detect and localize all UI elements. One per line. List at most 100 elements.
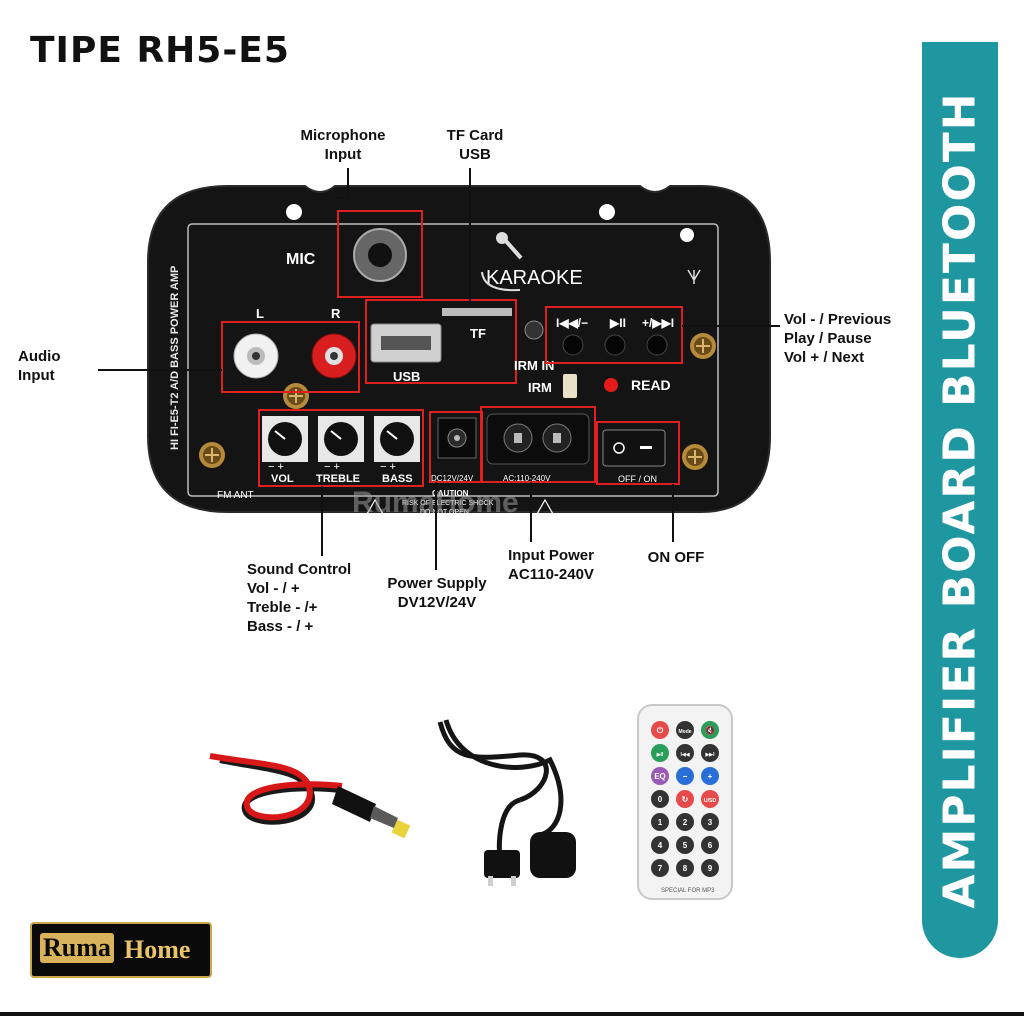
page-title: TIPE RH5-E5: [30, 30, 290, 71]
remote-button: [676, 859, 694, 877]
remote-button-label: ▶II: [656, 752, 664, 758]
callout-sound-line2: Vol - / +: [247, 580, 300, 597]
callout-sound-line3: Treble - /+: [247, 599, 318, 616]
remote-button-label: +: [708, 772, 713, 781]
callout-controls-line1: Vol - / Previous: [784, 311, 892, 328]
fm-ant-label: FM ANT: [217, 490, 254, 501]
left-channel-label: L: [256, 306, 264, 321]
callout-microphone-line1: Microphone: [300, 127, 386, 144]
ir-receiver: [524, 320, 544, 340]
remote-button-label: 9: [708, 864, 713, 873]
remote-button-label: 2: [683, 818, 688, 827]
screw-icon: [283, 383, 309, 409]
callout-input-power-line1: Input Power: [508, 547, 594, 564]
figure8-connector: [530, 832, 576, 878]
remote-button-label: ▶▶I: [704, 752, 715, 758]
remote-button: [701, 767, 719, 785]
us-plug: [484, 850, 520, 878]
svg-text:− +: − +: [324, 461, 340, 473]
callout-audio-input: Audio Input: [18, 347, 98, 385]
ac-label: AC:110-240V: [503, 474, 551, 483]
callout-sound-control: Sound Control Vol - / + Treble - /+ Bass…: [247, 560, 377, 636]
prev-button: [562, 334, 584, 356]
off-on-label: OFF / ON: [618, 474, 657, 484]
callout-input-power: Input Power AC110-240V: [498, 546, 604, 584]
remote-button: [651, 813, 669, 831]
play-label: ▶II: [609, 316, 626, 330]
callout-power-line1: Power Supply: [387, 575, 487, 592]
prev-label: I◀◀/−: [556, 316, 588, 330]
irm-in-label: IRM IN: [514, 358, 554, 373]
svg-text:− +: − +: [268, 461, 284, 473]
remote-button-label: 8: [683, 864, 688, 873]
remote-button-label: −: [683, 772, 688, 781]
tf-slot: [442, 308, 512, 316]
highlight-controls: [545, 306, 683, 364]
mount-hole: [680, 228, 694, 242]
treble-label: TREBLE: [316, 473, 360, 485]
dc-label: DC12V/24V: [431, 474, 474, 483]
antenna-icon: [687, 269, 701, 284]
callout-playback-controls: Vol - / Previous Play / Pause Vol + / Ne…: [784, 310, 924, 367]
remote-button: [651, 721, 669, 739]
irm-module: [563, 374, 577, 398]
remote-button: [676, 836, 694, 854]
callout-lines: [98, 168, 780, 570]
callout-audio-line1: Audio: [18, 348, 61, 365]
screw-icon: [690, 333, 716, 359]
bottom-rule: [0, 1012, 1024, 1016]
remote-button: [651, 836, 669, 854]
read-led: [604, 378, 618, 392]
remote-button: [701, 859, 719, 877]
remote-footer: SPECIAL FOR MP3: [661, 888, 715, 894]
mic-label: MIC: [286, 251, 316, 268]
screw-icon: [682, 444, 708, 470]
board-side-print: HI FI-E5-T2 A/D BASS POWER AMP: [169, 266, 181, 450]
board-frame: [187, 223, 719, 497]
ac-socket: [486, 413, 590, 465]
remote-button-label: Mode: [678, 729, 691, 735]
vol-label: VOL: [271, 473, 294, 485]
highlight-sound-control: [258, 409, 424, 487]
remote-button: [701, 813, 719, 831]
remote-button: [701, 744, 719, 762]
highlight-ac-socket: [480, 406, 596, 483]
remote-button-label: ↻: [682, 795, 689, 804]
remote-button: [676, 790, 694, 808]
logo-part1: Ruma: [40, 933, 114, 963]
power-switch: [602, 429, 666, 467]
mount-hole: [599, 204, 615, 220]
callout-sound-line4: Bass - / +: [247, 618, 314, 635]
right-channel-label: R: [331, 306, 341, 321]
callout-microphone: Microphone Input: [288, 126, 398, 164]
remote-button: [676, 813, 694, 831]
warning-icon: [535, 498, 555, 515]
irm-label: IRM: [528, 380, 552, 395]
caution-line1: CAUTION: [432, 489, 469, 498]
callout-tf-card: TF Card USB: [430, 126, 520, 164]
callout-power-line2: DV12V/24V: [397, 594, 477, 611]
remote-button-label: 1: [658, 818, 663, 827]
rumahome-logo: Ruma Home: [30, 922, 212, 978]
usb-label: USB: [393, 369, 420, 384]
bass-label: BASS: [382, 473, 413, 485]
remote-button: [651, 767, 669, 785]
treble-knob: [318, 416, 364, 462]
tf-label: TF: [470, 326, 486, 341]
callout-power-supply: Power Supply DV12V/24V: [378, 574, 496, 612]
remote-button-label: 5: [683, 841, 688, 850]
karaoke-logo: KARAOKE: [486, 267, 583, 289]
remote-button-label: 6: [708, 841, 713, 850]
side-banner: AMPLIFIER BOARD BLUETOOTH: [922, 42, 998, 958]
remote-button-label: 7: [658, 864, 663, 873]
remote-button: [676, 744, 694, 762]
highlight-power-switch: [596, 421, 680, 485]
logo-part2: Home: [124, 935, 191, 964]
callout-tf-line1: TF Card: [446, 127, 504, 144]
remote-button-label: 🔇: [705, 725, 715, 735]
remote-button: [701, 836, 719, 854]
highlight-audio-input: [221, 321, 360, 393]
bass-knob: [374, 416, 420, 462]
remote-button: [701, 721, 719, 739]
